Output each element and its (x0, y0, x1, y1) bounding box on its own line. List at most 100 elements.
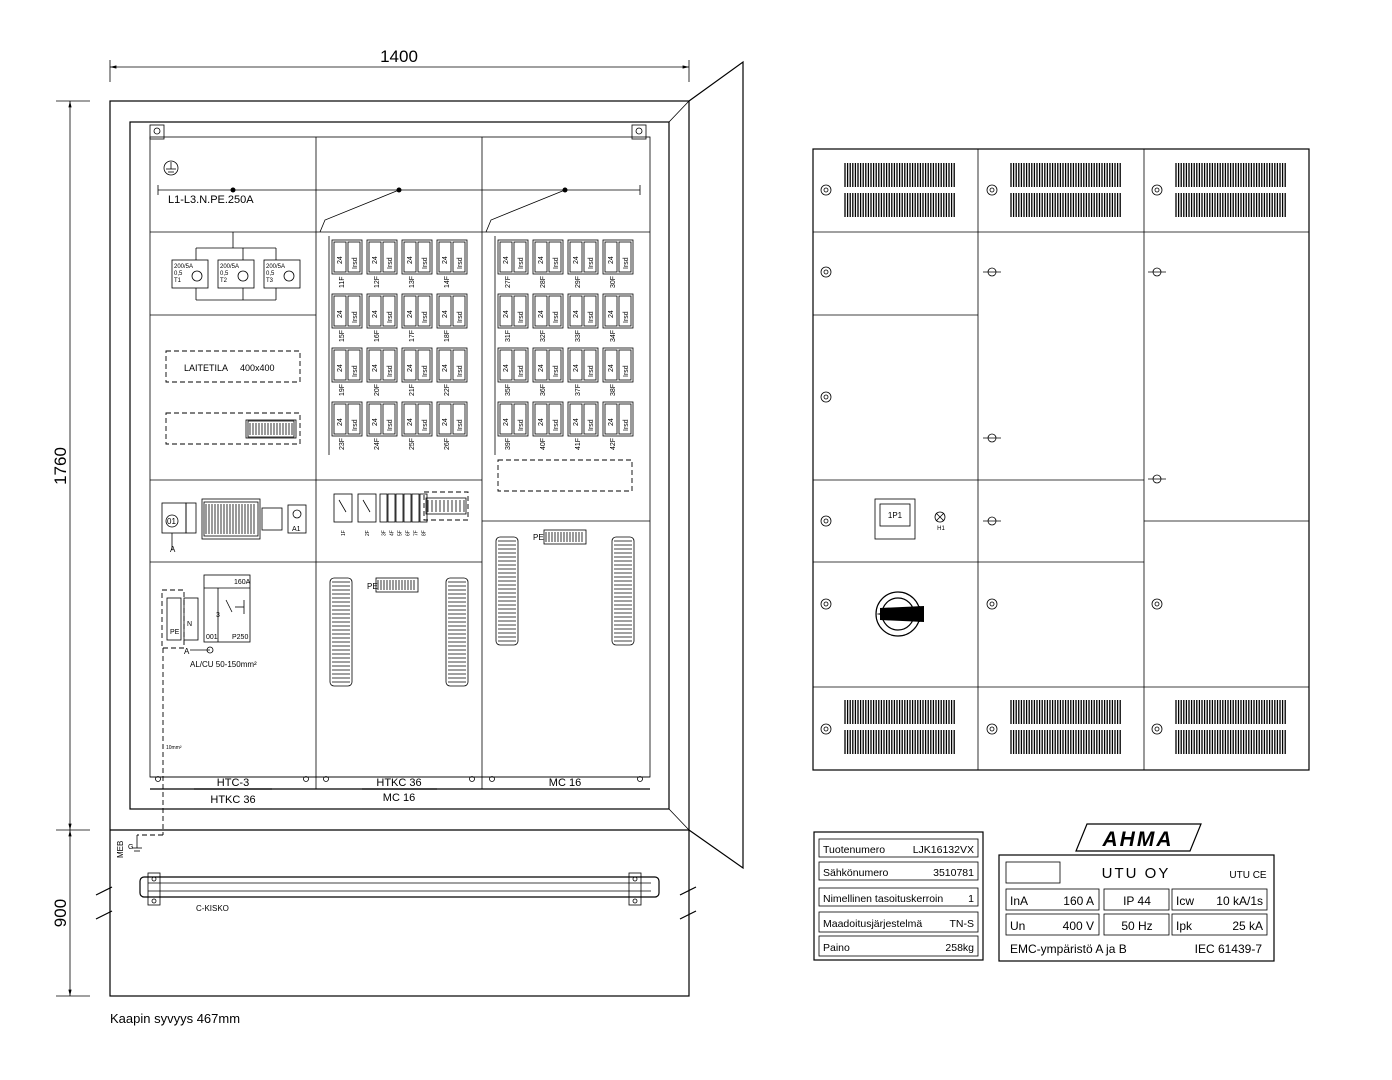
rating-key: Ipk (1176, 919, 1193, 933)
vent-grille (844, 730, 955, 754)
svg-text:24: 24 (573, 256, 580, 264)
svg-text:24: 24 (442, 364, 449, 372)
svg-text:01: 01 (167, 517, 176, 526)
width-dimension: 1400 (380, 47, 418, 66)
ventilation-grilles (844, 163, 1286, 754)
svg-text:7F: 7F (414, 530, 420, 536)
svg-text:1F: 1F (341, 530, 347, 536)
svg-text:24: 24 (407, 364, 414, 372)
svg-text:A: A (184, 647, 190, 656)
breaker-id: 12F (374, 276, 381, 288)
lock-icon[interactable] (986, 598, 998, 610)
lock-icon[interactable] (1151, 598, 1163, 610)
rating-value: 160 A (1063, 894, 1094, 908)
svg-text:6F: 6F (406, 530, 412, 536)
lock-icon[interactable] (820, 723, 832, 735)
lock-icon[interactable] (820, 598, 832, 610)
svg-text:Irsd: Irsd (623, 419, 630, 431)
handle-lock-icon[interactable] (983, 267, 1001, 277)
fuse-disconnector: 200/5A 0,5 T1 200/5A 0,5 T2 200/5A 0,5 T… (171, 232, 301, 301)
lock-icon[interactable] (986, 723, 998, 735)
device-space (165, 350, 301, 445)
rating-value: IP 44 (1123, 894, 1151, 908)
ten-mm-label: 10mm² (166, 745, 182, 751)
svg-text:24: 24 (538, 364, 545, 372)
svg-text:8F: 8F (422, 530, 428, 536)
svg-text:0,5: 0,5 (174, 271, 183, 277)
breaker-id: 35F (505, 384, 512, 396)
panel-label: 1P1 (888, 511, 903, 520)
svg-text:24: 24 (442, 256, 449, 264)
svg-text:Irsd: Irsd (553, 365, 560, 377)
breaker-id: 28F (540, 276, 547, 288)
vent-grille (1010, 700, 1121, 724)
column-label-htkc36-bottom: HTKC 36 (210, 794, 255, 806)
lock-icon[interactable] (820, 391, 832, 403)
breaker-id: 31F (505, 330, 512, 342)
breaker-id: 25F (409, 438, 416, 450)
svg-text:A1: A1 (292, 526, 301, 533)
svg-text:4F: 4F (390, 530, 396, 536)
vent-grille (844, 163, 955, 187)
lock-icon[interactable] (820, 515, 832, 527)
svg-text:Irsd: Irsd (518, 257, 525, 269)
handle-lock-icon[interactable] (1148, 267, 1166, 277)
handle-lock-icon[interactable] (1148, 474, 1166, 484)
lock-icon[interactable] (820, 266, 832, 278)
handle-lock-icon[interactable] (983, 433, 1001, 443)
breaker-id: 37F (575, 384, 582, 396)
product-info-table (813, 831, 984, 961)
c-rail (139, 872, 660, 906)
svg-text:Irsd: Irsd (387, 257, 394, 269)
breaker-id: 32F (540, 330, 547, 342)
breaker-id: 29F (575, 276, 582, 288)
lock-icon[interactable] (1151, 184, 1163, 196)
small-breaker: 1F (333, 493, 353, 536)
cert-marks: UTU CE (1229, 870, 1267, 881)
svg-text:Irsd: Irsd (352, 257, 359, 269)
svg-text:24: 24 (372, 256, 379, 264)
svg-text:24: 24 (538, 256, 545, 264)
breaker-id: 21F (409, 384, 416, 396)
rating-value: 25 kA (1232, 919, 1263, 933)
svg-text:24: 24 (337, 364, 344, 372)
meter-terminal-block (203, 501, 259, 537)
svg-text:Irsd: Irsd (457, 257, 464, 269)
svg-text:T1: T1 (174, 278, 182, 284)
breaker-id: 13F (409, 276, 416, 288)
info-value: LJK16132VX (913, 844, 974, 856)
breaker-id: 23F (339, 438, 346, 450)
svg-text:Irsd: Irsd (588, 365, 595, 377)
small-breaker: 3F (379, 493, 388, 536)
svg-text:T2: T2 (220, 278, 228, 284)
svg-text:Irsd: Irsd (457, 419, 464, 431)
small-breaker: 2F (357, 493, 377, 536)
svg-text:Irsd: Irsd (588, 311, 595, 323)
svg-text:24: 24 (407, 418, 414, 426)
breaker-id: 34F (610, 330, 617, 342)
svg-text:24: 24 (503, 310, 510, 318)
info-key: Nimellinen tasoituskerroin (823, 893, 943, 905)
info-key: Paino (823, 942, 850, 954)
lock-icon[interactable] (986, 184, 998, 196)
svg-text:24: 24 (372, 364, 379, 372)
breaker-id: 40F (540, 438, 547, 450)
svg-text:2F: 2F (365, 530, 371, 536)
svg-text:Irsd: Irsd (588, 419, 595, 431)
handle-lock-icon[interactable] (983, 516, 1001, 526)
svg-text:Irsd: Irsd (352, 311, 359, 323)
svg-text:3F: 3F (382, 530, 388, 536)
svg-text:Irsd: Irsd (553, 311, 560, 323)
lock-icon[interactable] (1151, 723, 1163, 735)
lock-icon[interactable] (820, 184, 832, 196)
